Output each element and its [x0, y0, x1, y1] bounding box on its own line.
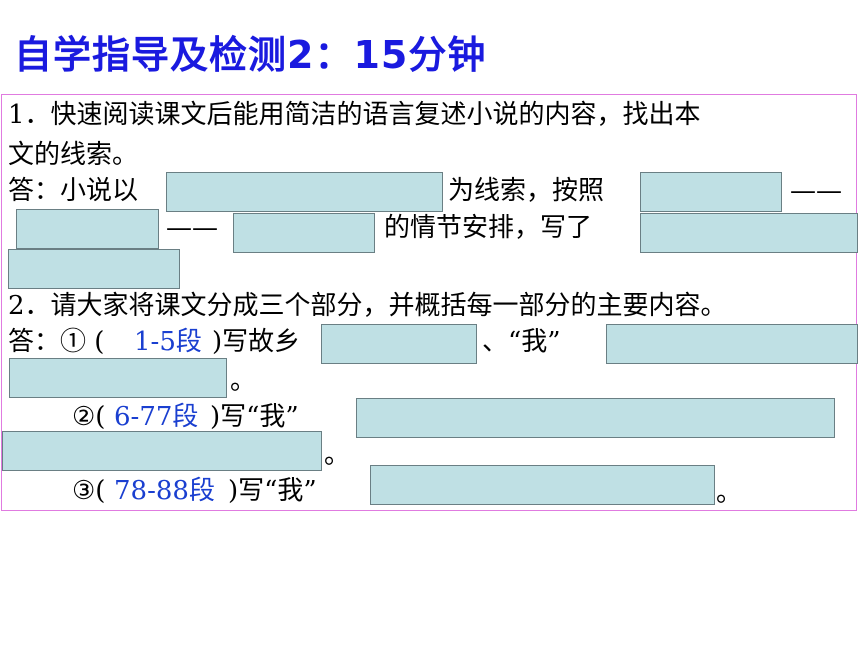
part-3-prefix: ③( [72, 476, 106, 506]
part-3-end: 。 [716, 478, 743, 508]
part-3-text: )写“我” [228, 476, 317, 506]
dash-separator: —— [790, 176, 842, 206]
part-1-separator: 、“我” [482, 327, 561, 357]
answer-blank-plot-2[interactable] [16, 209, 159, 249]
answer-1-prefix: 答：小说以 [8, 176, 139, 206]
answer-blank-content-cont[interactable] [8, 249, 180, 289]
answer-blank-content[interactable] [640, 213, 858, 253]
question-1-text-cont: 文的线索。 [8, 140, 139, 170]
part-1-end: 。 [230, 366, 257, 396]
answer-1-suffix: 的情节安排，写了 [384, 213, 593, 243]
answer-blank-clue[interactable] [166, 172, 443, 212]
part-2-end: 。 [324, 440, 351, 470]
answer-blank-part-1b-cont[interactable] [9, 358, 227, 398]
content-frame [1, 94, 857, 511]
part-2-prefix: ②( [72, 402, 106, 432]
question-1-text: 1．快速阅读课文后能用简洁的语言复述小说的内容，找出本 [8, 100, 701, 130]
part-1-text: )写故乡 [212, 327, 301, 357]
question-2-text: 2．请大家将课文分成三个部分，并概括每一部分的主要内容。 [8, 291, 727, 321]
part-3-range: 78-88段 [114, 476, 215, 506]
answer-blank-part-1a[interactable] [321, 324, 477, 364]
page-title: 自学指导及检测2：15分钟 [14, 33, 487, 77]
part-1-prefix: 答：① ( [8, 327, 105, 357]
answer-blank-plot-1[interactable] [640, 172, 782, 212]
part-2-range: 6-77段 [114, 402, 199, 432]
answer-blank-part-2a[interactable] [356, 398, 835, 438]
dash-separator: —— [166, 213, 218, 243]
answer-blank-plot-3[interactable] [233, 213, 375, 253]
answer-1-middle: 为线索，按照 [448, 176, 605, 206]
answer-blank-part-1b[interactable] [606, 324, 858, 364]
answer-blank-part-2b[interactable] [2, 431, 322, 471]
answer-blank-part-3[interactable] [370, 465, 715, 505]
part-1-range: 1-5段 [134, 327, 202, 357]
part-2-text: )写“我” [210, 402, 299, 432]
